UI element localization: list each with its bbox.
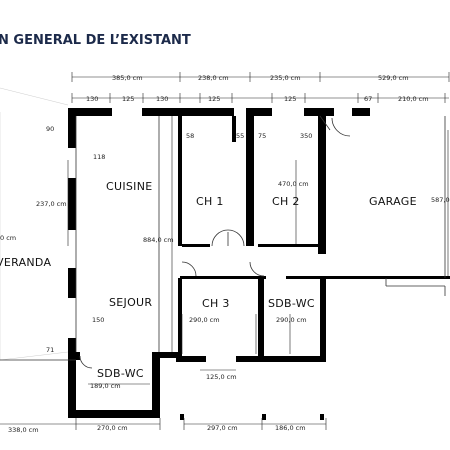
room-cuisine: CUISINE bbox=[106, 180, 152, 193]
top-dimension-chain bbox=[71, 72, 450, 103]
dim-top-235: 235,0 cm bbox=[270, 74, 301, 82]
dim-125-bottom: 125,0 cm bbox=[206, 373, 237, 381]
veranda-outline bbox=[0, 87, 69, 361]
dim-top-385: 385,0 cm bbox=[112, 74, 143, 82]
dim-90: 90 bbox=[46, 125, 54, 133]
dim-bot-338: 338,0 cm bbox=[8, 426, 39, 434]
dim-seg-67: 67 bbox=[364, 95, 372, 103]
dim-71: 71 bbox=[46, 346, 54, 354]
dim-75: 75 bbox=[258, 132, 266, 140]
doors bbox=[79, 117, 351, 369]
dim-bot-270: 270,0 cm bbox=[97, 424, 128, 432]
room-ch3: CH 3 bbox=[202, 297, 230, 310]
dim-top-238: 238,0 cm bbox=[198, 74, 229, 82]
dim-587: 587,0 bbox=[431, 196, 450, 204]
interior-lines bbox=[0, 115, 446, 361]
dim-bot-186: 186,0 cm bbox=[275, 424, 306, 432]
dim-seg-130a: 130 bbox=[86, 95, 98, 103]
walls bbox=[68, 108, 450, 420]
dim-bot-297: 297,0 cm bbox=[207, 424, 238, 432]
room-garage: GARAGE bbox=[369, 195, 417, 208]
room-sdb-wc-left: SDB-WC bbox=[97, 367, 144, 380]
dim-118: 118 bbox=[93, 153, 105, 161]
dim-seg-210: 210,0 cm bbox=[398, 95, 429, 103]
room-ch2: CH 2 bbox=[272, 195, 300, 208]
room-ch1: CH 1 bbox=[196, 195, 224, 208]
dim-237: 237,0 cm bbox=[36, 200, 67, 208]
interior-dim-lines bbox=[0, 116, 449, 430]
room-sdb-wc-right: SDB-WC bbox=[268, 297, 315, 310]
dim-58: 58 bbox=[186, 132, 194, 140]
dim-290a: 290,0 cm bbox=[189, 316, 220, 324]
dim-189: 189,0 cm bbox=[90, 382, 121, 390]
dim-veranda: 0 cm bbox=[0, 234, 16, 242]
dim-55: 55 bbox=[236, 132, 244, 140]
plan-title: N GENERAL DE L’EXISTANT bbox=[0, 33, 191, 48]
dim-seg-125b: 125 bbox=[208, 95, 220, 103]
room-veranda: VERANDA bbox=[0, 256, 52, 269]
dim-seg-125a: 125 bbox=[122, 95, 134, 103]
room-sejour: SEJOUR bbox=[109, 296, 152, 309]
dim-top-529: 529,0 cm bbox=[378, 74, 409, 82]
dim-seg-125c: 125 bbox=[284, 95, 296, 103]
dim-seg-130b: 130 bbox=[156, 95, 168, 103]
dim-350: 350 bbox=[300, 132, 312, 140]
dim-150: 150 bbox=[92, 316, 104, 324]
dim-884: 884,0 cm bbox=[143, 236, 174, 244]
dim-470: 470,0 cm bbox=[278, 180, 309, 188]
dim-290b: 290,0 cm bbox=[276, 316, 307, 324]
